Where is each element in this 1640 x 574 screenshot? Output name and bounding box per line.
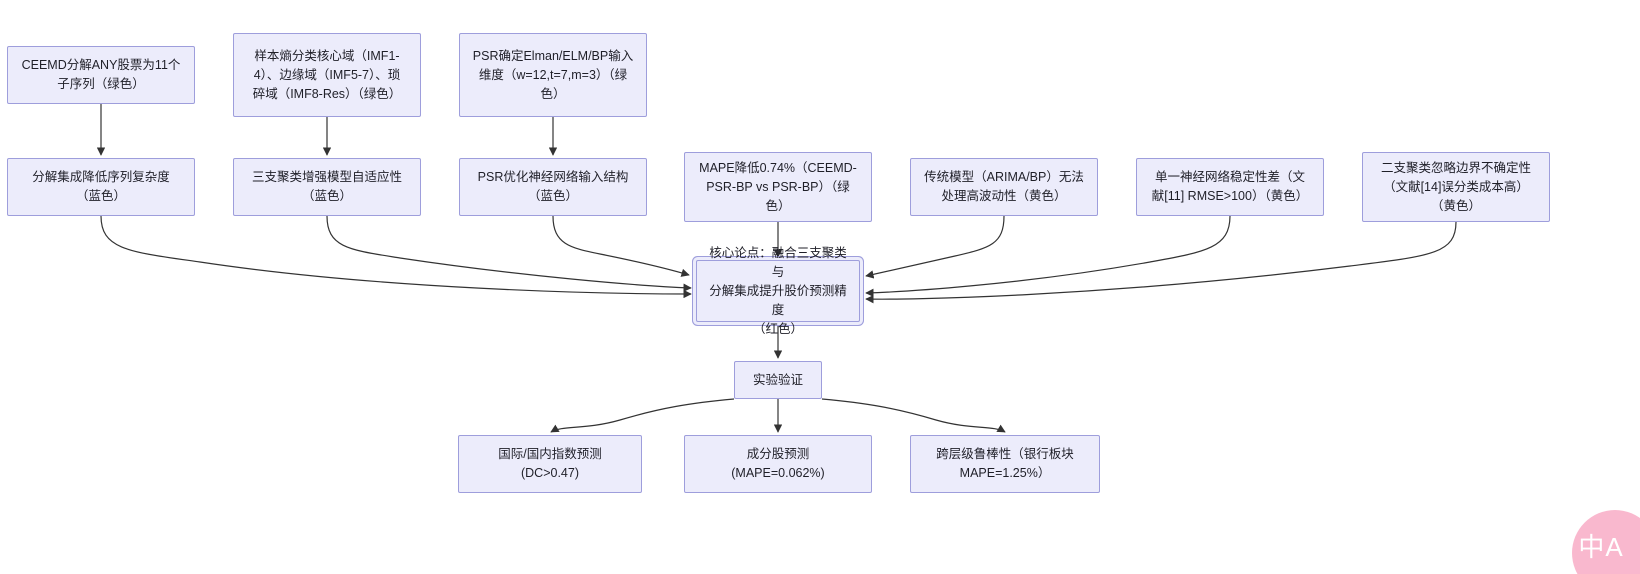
node-two-way-clustering-limitation[interactable]: 二支聚类忽略边界不确定性 （文献[14]误分类成本高） （黄色）: [1362, 152, 1550, 222]
node-label: 传统模型（ARIMA/BP）无法 处理高波动性（黄色）: [924, 170, 1084, 203]
edge-n8-n11: [865, 215, 1005, 279]
node-traditional-model-limitation[interactable]: 传统模型（ARIMA/BP）无法 处理高波动性（黄色）: [910, 158, 1098, 216]
node-label: 样本熵分类核心域（IMF1- 4）、边缘域（IMF5-7）、琐 碎域（IMF8-…: [252, 48, 402, 101]
node-label: 成分股预测 (MAPE=0.062%): [731, 447, 825, 480]
watermark-badge: 中A: [1572, 510, 1640, 574]
node-core-claim[interactable]: 核心论点：融合三支聚类与 分解集成提升股价预测精度 （红色）: [696, 246, 860, 336]
node-cross-level-robustness-result[interactable]: 跨层级鲁棒性（银行板块 MAPE=1.25%）: [910, 435, 1100, 493]
node-index-forecast-result[interactable]: 国际/国内指数预测 (DC>0.47): [458, 435, 642, 493]
edge-n6-n11: [552, 215, 690, 277]
edge-n9-n11: [865, 215, 1231, 297]
edge-n12-n13: [550, 398, 735, 433]
node-label: 二支聚类忽略边界不确定性 （文献[14]误分类成本高） （黄色）: [1380, 160, 1531, 213]
node-constituent-stock-forecast-result[interactable]: 成分股预测 (MAPE=0.062%): [684, 435, 872, 493]
node-label: 单一神经网络稳定性差（文 献[11] RMSE>100）（黄色）: [1151, 170, 1309, 203]
node-label: 实验验证: [752, 372, 803, 387]
node-single-network-instability[interactable]: 单一神经网络稳定性差（文 献[11] RMSE>100）（黄色）: [1136, 158, 1324, 216]
node-label: CEEMD分解ANY股票为11个 子序列（绿色）: [21, 58, 181, 91]
node-mape-reduction-evidence[interactable]: MAPE降低0.74%（CEEMD- PSR-BP vs PSR-BP）（绿 色…: [684, 152, 872, 222]
node-label: 三支聚类增强模型自适应性 （蓝色）: [251, 170, 402, 203]
node-label: 国际/国内指数预测 (DC>0.47): [498, 447, 602, 480]
node-label: MAPE降低0.74%（CEEMD- PSR-BP vs PSR-BP）（绿 色…: [699, 160, 857, 213]
node-label: 核心论点：融合三支聚类与 分解集成提升股价预测精度 （红色）: [709, 245, 847, 336]
node-psr-input-dimension[interactable]: PSR确定Elman/ELM/BP输入 维度（w=12,t=7,m=3）（绿 色…: [459, 33, 647, 117]
edge-n10-n11: [865, 221, 1457, 304]
watermark-label: 中A: [1578, 531, 1624, 562]
node-label: PSR优化神经网络输入结构 （蓝色）: [477, 170, 629, 203]
node-label: 分解集成降低序列复杂度 （蓝色）: [32, 170, 170, 203]
node-decomposition-reduces-complexity[interactable]: 分解集成降低序列复杂度 （蓝色）: [7, 158, 195, 216]
edge-n12-n15: [821, 398, 1006, 433]
node-ceemd-decomposition[interactable]: CEEMD分解ANY股票为11个 子序列（绿色）: [7, 46, 195, 104]
node-three-way-clustering-adaptivity[interactable]: 三支聚类增强模型自适应性 （蓝色）: [233, 158, 421, 216]
edge-n4-n11: [100, 215, 692, 299]
node-sample-entropy-classification[interactable]: 样本熵分类核心域（IMF1- 4）、边缘域（IMF5-7）、琐 碎域（IMF8-…: [233, 33, 421, 117]
node-label: 跨层级鲁棒性（银行板块 MAPE=1.25%）: [936, 447, 1074, 480]
edge-n5-n11: [326, 215, 692, 292]
node-experimental-validation[interactable]: 实验验证: [734, 361, 822, 399]
node-psr-optimizes-network-input[interactable]: PSR优化神经网络输入结构 （蓝色）: [459, 158, 647, 216]
node-label: PSR确定Elman/ELM/BP输入 维度（w=12,t=7,m=3）（绿 色…: [472, 48, 634, 101]
